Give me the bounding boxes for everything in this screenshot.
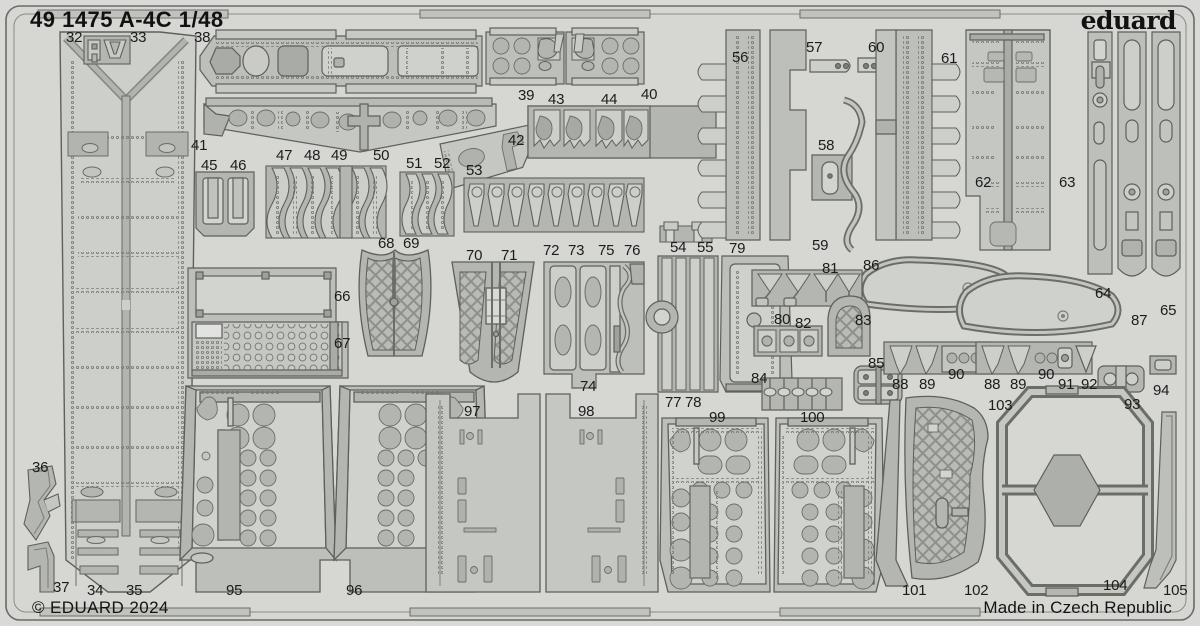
part-number-label: 105 [1163,582,1188,599]
part-number-label: 54 [670,239,687,256]
part-number-label: 39 [518,87,535,104]
part-number-label: 55 [697,239,714,256]
part-number-label: 50 [373,147,390,164]
part-number-label: 38 [194,29,211,46]
part-number-label: 87 [1131,312,1148,329]
made-in-notice: Made in Czech Republic [983,598,1172,617]
part-number-label: 43 [548,91,565,108]
part-number-label: 79 [729,240,746,257]
part-number-label: 44 [601,91,618,108]
part-number-label: 67 [334,335,351,352]
part-number-label: 47 [276,147,293,164]
part-number-label: 34 [87,582,104,599]
part-number-label: 62 [975,174,992,191]
part-number-label: 49 [331,147,348,164]
part-number-label: 93 [1124,396,1141,413]
part-number-label: 78 [685,394,702,411]
part-number-label: 45 [201,157,218,174]
part-number-label: 52 [434,155,451,172]
part-number-label: 77 [665,394,682,411]
part-number-label: 81 [822,260,839,277]
part-number-label: 35 [126,582,143,599]
part-number-label: 90 [948,366,965,383]
part-number-label: 59 [812,237,829,254]
part-number-label: 82 [795,315,812,332]
part-number-label: 98 [578,403,595,420]
part-number-label: 53 [466,162,483,179]
part-number-label: 42 [508,132,525,149]
part-number-label: 63 [1059,174,1076,191]
part-number-label: 58 [818,137,835,154]
part-number-label: 100 [800,409,825,426]
part-number-label: 74 [580,378,597,395]
part-number-label: 104 [1103,577,1128,594]
part-number-label: 69 [403,235,420,252]
part-number-label: 70 [466,247,483,264]
part-number-label: 88 [984,376,1001,393]
part-number-label: 91 [1058,376,1075,393]
part-number-label: 51 [406,155,423,172]
part-number-label: 85 [868,355,885,372]
part-number-label: 48 [304,147,321,164]
part-number-label: 60 [868,39,885,56]
part-number-label: 37 [53,579,70,596]
part-number-label: 36 [32,459,49,476]
part-number-label: 65 [1160,302,1177,319]
part-number-label: 46 [230,157,247,174]
part-number-label: 97 [464,403,481,420]
part-number-label: 68 [378,235,395,252]
part-number-label: 40 [641,86,658,103]
part-number-label: 103 [988,397,1013,414]
part-number-label: 102 [964,582,989,599]
part-number-label: 84 [751,370,768,387]
part-number-label: 57 [806,39,823,56]
part-number-label: 86 [863,257,880,274]
sheet-title: 49 1475 A-4C 1/48 [30,7,224,32]
part-number-label: 92 [1081,376,1098,393]
part-number-label: 83 [855,312,872,329]
part-number-label: 89 [1010,376,1027,393]
part-number-label: 71 [501,247,518,264]
part-number-label: 80 [774,311,791,328]
part-number-label: 75 [598,242,615,259]
part-number-label: 88 [892,376,909,393]
part-number-label: 32 [66,29,83,46]
part-number-label: 61 [941,50,958,67]
part-number-label: 95 [226,582,243,599]
copyright-notice: © EDUARD 2024 [32,598,169,617]
part-number-label: 73 [568,242,585,259]
part-number-label: 76 [624,242,641,259]
part-number-label: 41 [191,137,208,154]
part-number-label: 33 [130,29,147,46]
part-number-label: 96 [346,582,363,599]
part-number-label: 56 [732,49,749,66]
part-number-label: 72 [543,242,560,259]
part-number-label: 90 [1038,366,1055,383]
part-number-label: 64 [1095,285,1112,302]
part-number-label: 99 [709,409,726,426]
part-number-label: 89 [919,376,936,393]
eduard-logo: eduard [1080,6,1177,35]
part-number-label: 66 [334,288,351,305]
part-number-label: 101 [902,582,927,599]
part-number-label: 94 [1153,382,1170,399]
